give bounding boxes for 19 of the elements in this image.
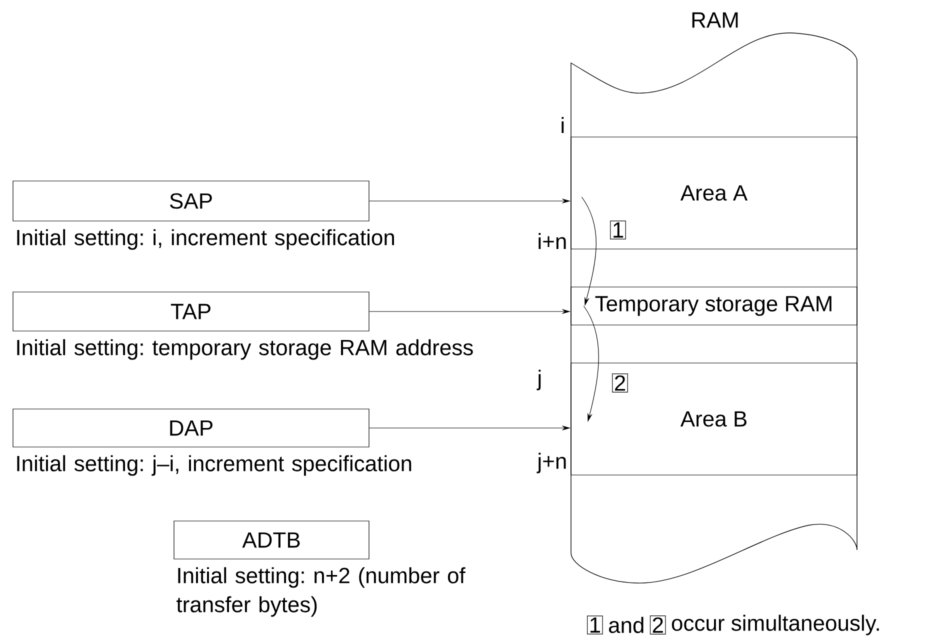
edge-label: 2 — [612, 374, 628, 392]
number-box: 1 — [587, 616, 603, 634]
address-label: i — [562, 117, 564, 133]
setting-note: Initial setting: i, increment specification — [17, 229, 394, 250]
register-box: TAP — [12, 292, 370, 332]
node-label: RAM — [692, 12, 738, 28]
number-box: 2 — [650, 616, 666, 634]
edge-label: 1 — [610, 220, 626, 240]
setting-note: Initial setting: j–i, increment specification — [17, 455, 412, 476]
register-box: SAP — [12, 180, 370, 222]
note-text: occur simultaneously. — [672, 614, 879, 636]
address-label: j — [536, 370, 541, 390]
setting-note: Initial setting: n+2 (number of transfer bytes) — [176, 567, 466, 617]
register-box: ADTB — [174, 520, 370, 560]
address-label: i+n — [538, 233, 566, 249]
memory-area: Temporary storage RAM — [570, 286, 858, 326]
register-box: DAP — [12, 408, 370, 448]
setting-note: Initial setting: temporary storage RAM address — [17, 339, 473, 360]
note-text: and — [608, 616, 644, 634]
